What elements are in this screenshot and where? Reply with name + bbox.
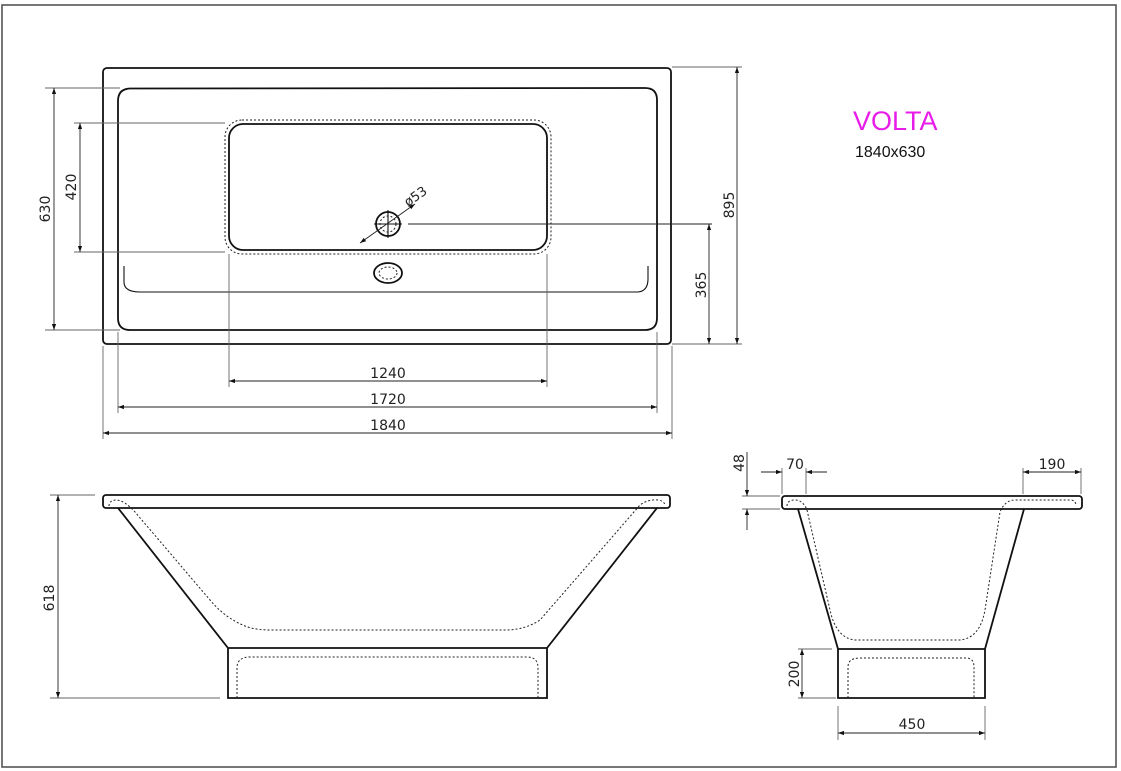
side-body-outline bbox=[797, 508, 1025, 699]
front-view: 618 bbox=[42, 494, 671, 699]
dim-bottom-width: 420 bbox=[64, 174, 80, 201]
drawing-frame bbox=[1, 4, 1117, 768]
side-rim bbox=[781, 495, 1083, 510]
side-base-dashed bbox=[847, 657, 975, 698]
front-body-outline bbox=[117, 507, 658, 699]
dim-total-width: 895 bbox=[722, 192, 738, 219]
tub-bottom-dashed bbox=[224, 119, 552, 255]
dim-inner-length: 1720 bbox=[370, 392, 406, 408]
dim-height: 618 bbox=[42, 585, 58, 612]
front-inner-dashed bbox=[108, 499, 666, 631]
tub-inner-basin bbox=[117, 87, 658, 331]
top-view: 630 420 895 365 1240 1720 1840 ø53 bbox=[38, 66, 742, 439]
product-name: VOLTA bbox=[853, 106, 938, 136]
side-inner-dashed bbox=[786, 499, 1077, 641]
dim-bottom-length: 1240 bbox=[370, 366, 406, 382]
overflow-icon bbox=[373, 262, 403, 284]
tub-bottom bbox=[228, 123, 548, 251]
product-size: 1840x630 bbox=[855, 144, 926, 161]
dim-drain-offset: 365 bbox=[694, 272, 710, 299]
dim-drain-diameter: ø53 bbox=[402, 184, 431, 210]
drain-diameter-line bbox=[359, 203, 416, 244]
tub-bench-curve bbox=[123, 266, 649, 293]
dim-inner-width: 630 bbox=[38, 196, 54, 223]
dim-left-rim: 70 bbox=[786, 457, 804, 473]
dim-total-length: 1840 bbox=[370, 418, 406, 434]
side-view: 48 70 190 200 450 bbox=[732, 452, 1083, 740]
front-base-dashed bbox=[236, 656, 539, 698]
dim-right-rim: 190 bbox=[1039, 457, 1066, 473]
tub-outer-rim bbox=[102, 67, 672, 345]
dim-base-width: 450 bbox=[899, 717, 926, 733]
front-rim bbox=[102, 494, 671, 509]
dim-rim-thickness: 48 bbox=[732, 454, 748, 472]
dim-base-height: 200 bbox=[787, 661, 803, 688]
